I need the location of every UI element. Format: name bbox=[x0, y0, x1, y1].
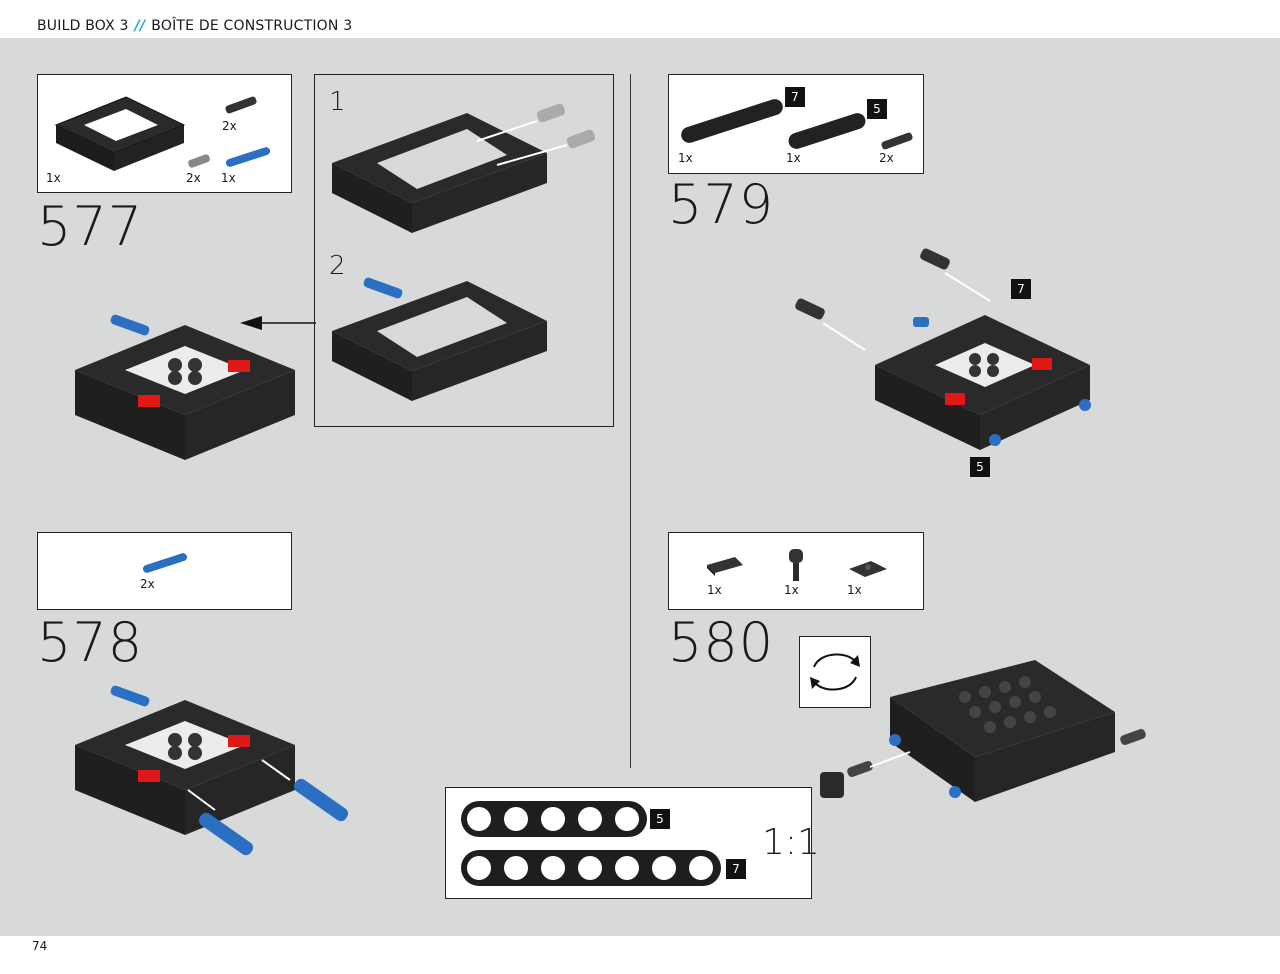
sub-step-number: 2 bbox=[329, 251, 346, 281]
header-title-fr: BOÎTE DE CONSTRUCTION 3 bbox=[151, 18, 353, 34]
page-number: 74 bbox=[32, 939, 48, 953]
page-header: BUILD BOX 3 // BOÎTE DE CONSTRUCTION 3 bbox=[0, 0, 1280, 38]
rotate-model-box bbox=[799, 636, 871, 708]
scale-label: 1:1 bbox=[762, 822, 820, 863]
step-number-579: 579 bbox=[668, 173, 775, 236]
arrow-icon bbox=[240, 316, 316, 330]
part-qty: 1x bbox=[221, 171, 236, 185]
part-qty: 1x bbox=[786, 151, 801, 165]
model-assembly-578 bbox=[75, 685, 349, 856]
step-number-577: 577 bbox=[37, 195, 144, 258]
parts-list-577: 2x 1x 2x 1x bbox=[37, 74, 292, 193]
plate-part-icon bbox=[849, 561, 887, 577]
beam-scale-reference: 5 7 1:1 bbox=[445, 787, 820, 899]
sub-assembly-callout-577: 1 2 bbox=[314, 74, 614, 427]
parts-list-579: 7 5 1x 1x 2x bbox=[668, 74, 924, 174]
step-number-578: 578 bbox=[37, 611, 144, 674]
step-number-580: 580 bbox=[668, 611, 775, 674]
pin-part-icon bbox=[881, 132, 913, 150]
frame-part-icon bbox=[54, 96, 186, 171]
parts-list-578: 2x bbox=[37, 532, 292, 610]
beam-5-scale-icon bbox=[461, 801, 647, 837]
blue-pin-part-icon bbox=[225, 147, 271, 167]
callout-badge: 5 bbox=[970, 457, 990, 477]
beam-length-badge: 5 bbox=[867, 99, 887, 119]
part-qty: 1x bbox=[784, 583, 799, 597]
frame-substep-2 bbox=[332, 277, 547, 401]
rotate-model-icon bbox=[810, 653, 860, 691]
pin-part-icon bbox=[188, 154, 210, 168]
beam-length-badge: 7 bbox=[785, 87, 805, 107]
part-qty: 2x bbox=[879, 151, 894, 165]
header-separator: // bbox=[134, 18, 146, 34]
header-title-en: BUILD BOX 3 bbox=[37, 18, 129, 34]
part-qty: 2x bbox=[186, 171, 201, 185]
blue-pin-part-icon bbox=[142, 553, 188, 573]
column-divider bbox=[630, 74, 631, 768]
part-qty: 1x bbox=[678, 151, 693, 165]
pin-part-icon bbox=[225, 96, 257, 114]
part-qty: 2x bbox=[140, 577, 155, 591]
beam-7-part-icon bbox=[681, 99, 783, 143]
beam-length-badge: 5 bbox=[650, 809, 670, 829]
tile-part-icon bbox=[707, 557, 743, 576]
callout-badge: 7 bbox=[1011, 279, 1031, 299]
frame-substep-1 bbox=[332, 103, 596, 233]
sub-step-number: 1 bbox=[329, 87, 346, 117]
beam-5-part-icon bbox=[788, 113, 866, 149]
page-footer: 74 bbox=[0, 936, 1280, 974]
bracket-part-icon bbox=[789, 549, 803, 581]
part-qty: 1x bbox=[707, 583, 722, 597]
part-qty: 1x bbox=[847, 583, 862, 597]
parts-list-580: 1x 1x 1x bbox=[668, 532, 924, 610]
model-assembly-580 bbox=[820, 660, 1146, 802]
beam-7-scale-icon bbox=[461, 850, 721, 886]
part-qty: 1x bbox=[46, 171, 61, 185]
model-assembly-577 bbox=[75, 314, 295, 460]
beam-length-badge: 7 bbox=[726, 859, 746, 879]
model-assembly-579 bbox=[795, 248, 1091, 450]
header-title: BUILD BOX 3 // BOÎTE DE CONSTRUCTION 3 bbox=[37, 18, 352, 34]
part-qty: 2x bbox=[222, 119, 237, 133]
